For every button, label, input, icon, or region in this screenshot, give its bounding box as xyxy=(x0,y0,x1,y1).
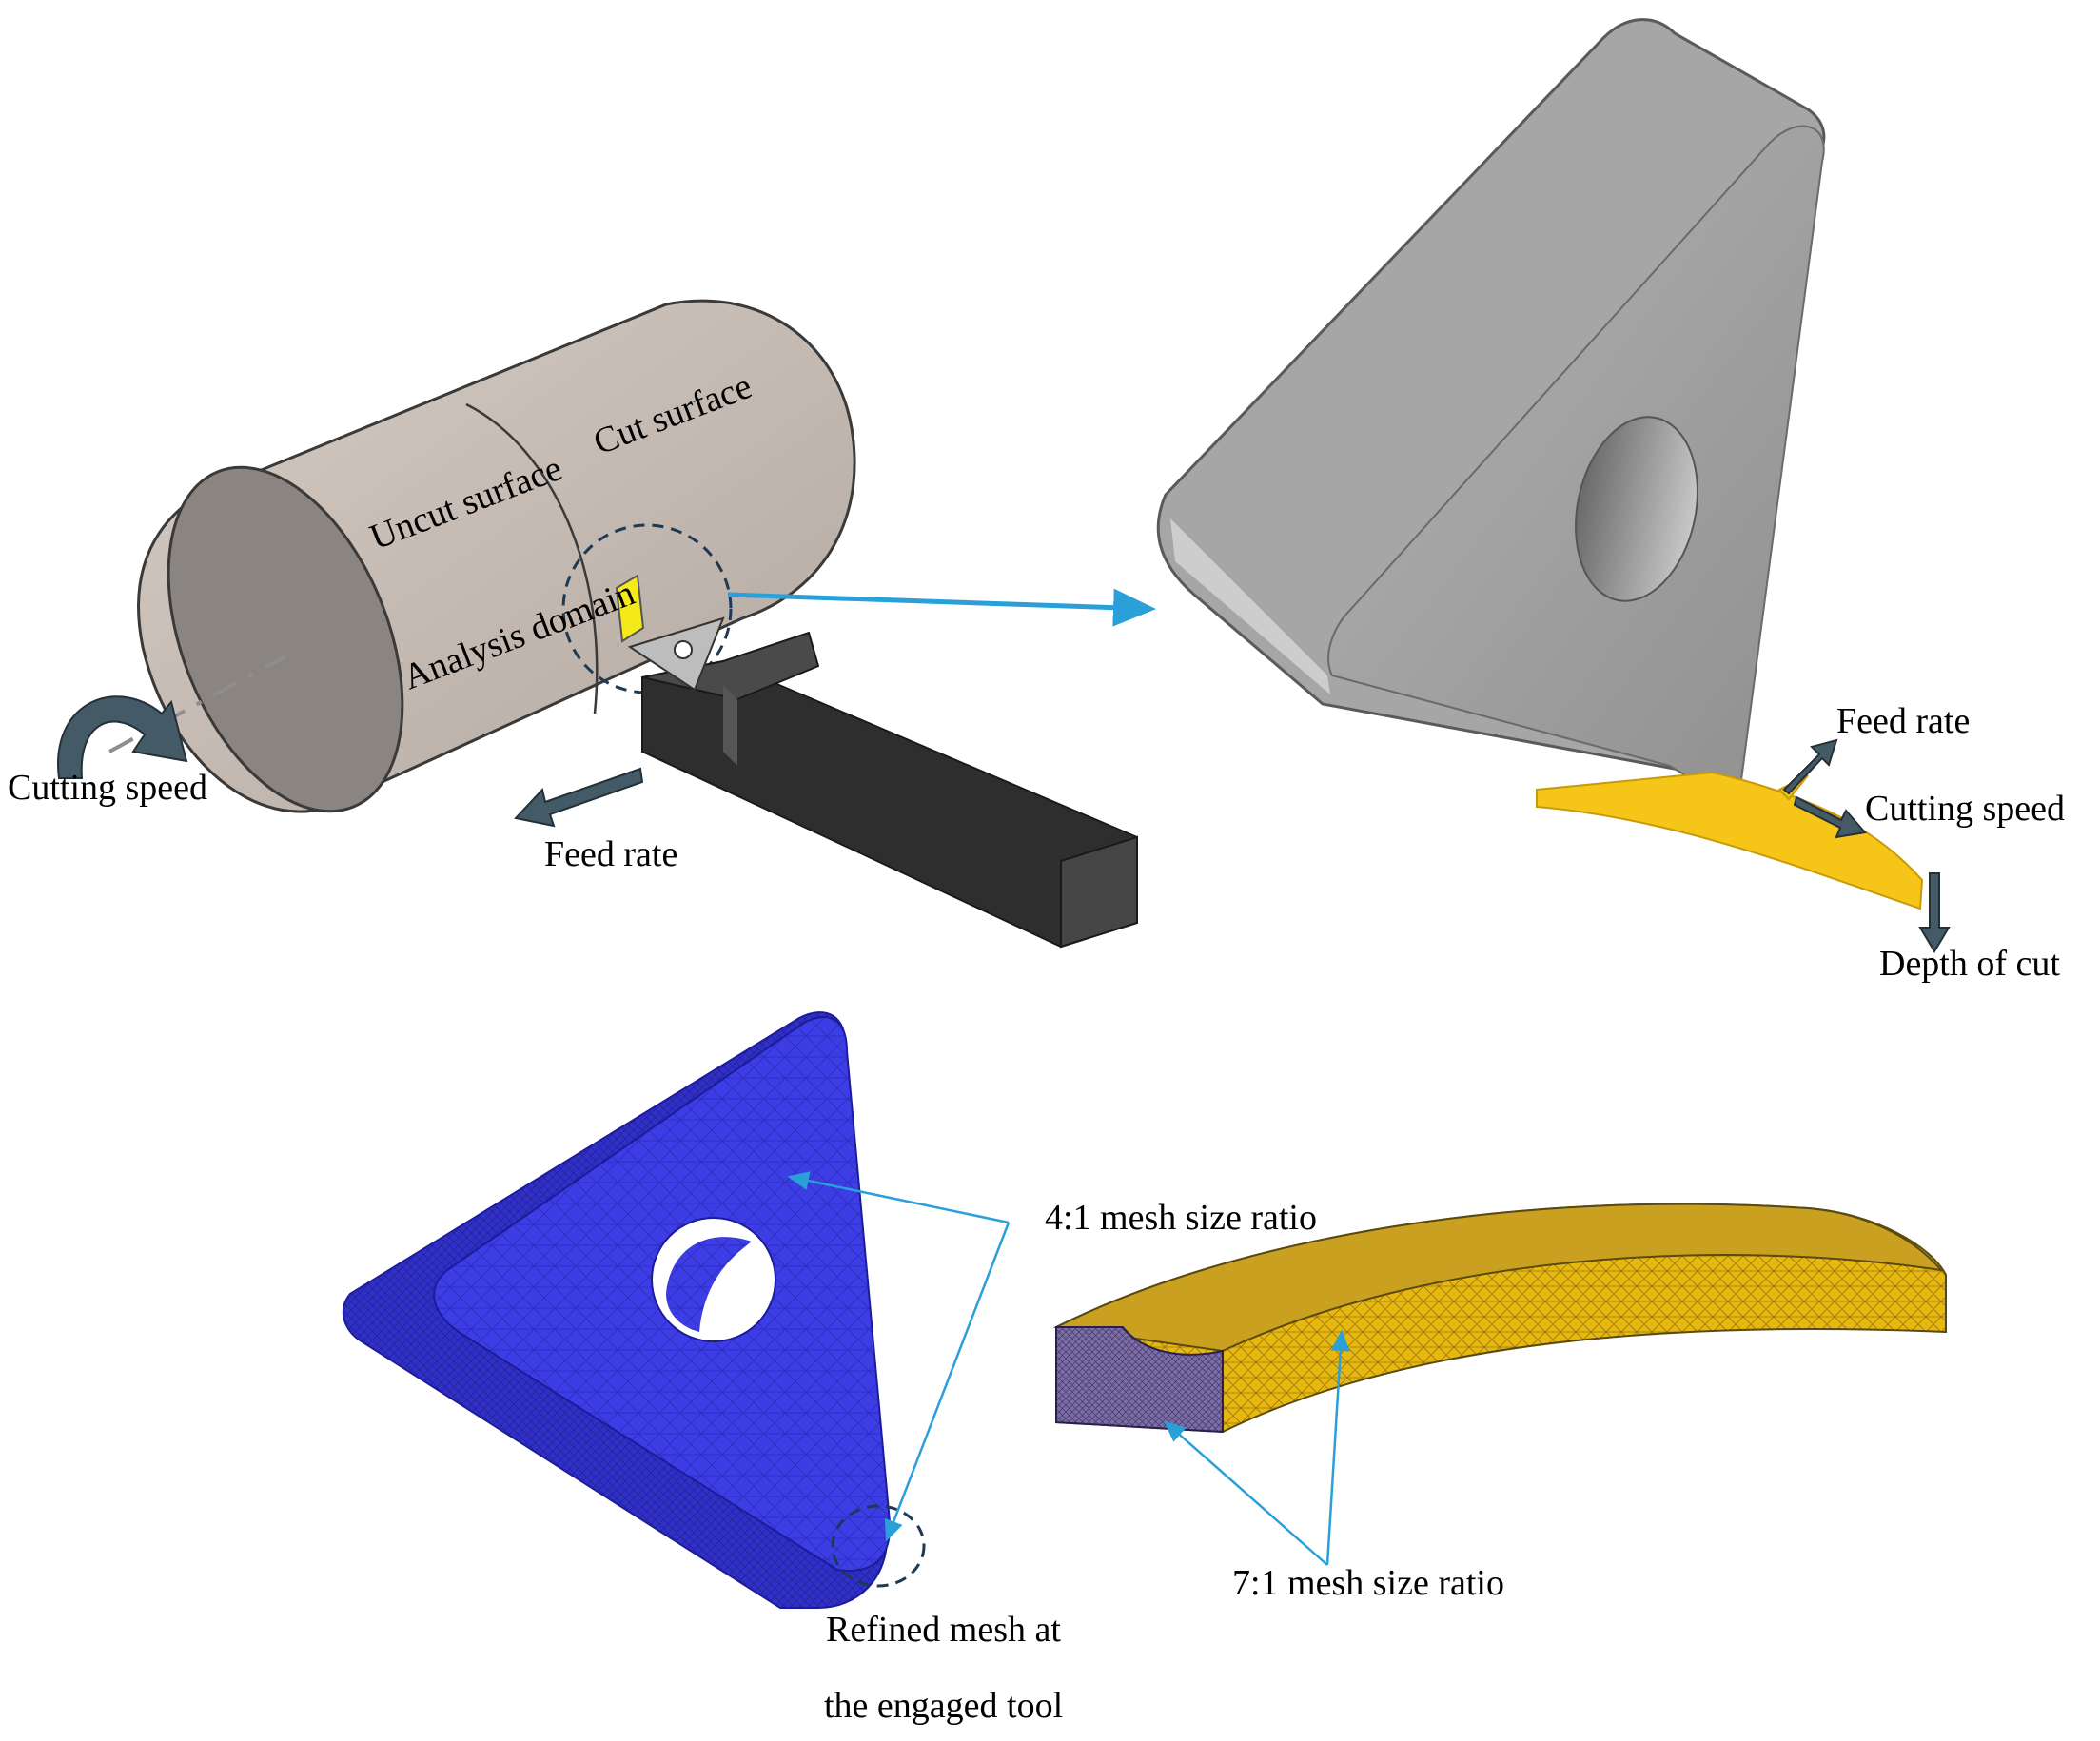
cutting-speed-label-left: Cutting speed xyxy=(8,768,207,808)
depth-of-cut-label: Depth of cut xyxy=(1879,944,2060,984)
cutting-speed-label-right: Cutting speed xyxy=(1865,789,2065,829)
mesh-annotation-arrows xyxy=(787,1171,1350,1566)
tool-insert-small xyxy=(627,616,725,692)
workpiece-end-face xyxy=(167,465,404,813)
insert-hole xyxy=(1575,416,1698,602)
mesh-ratio-4-1-label: 4:1 mesh size ratio xyxy=(1045,1198,1317,1238)
cutting-speed-arrow-right xyxy=(1793,795,1867,839)
tool-holder xyxy=(641,631,1138,949)
mesh-ratio-7-1-label: 7:1 mesh size ratio xyxy=(1232,1563,1504,1603)
workpiece-cylinder xyxy=(108,299,856,813)
meshed-insert xyxy=(342,1011,926,1609)
meshed-chip xyxy=(1052,1203,1947,1434)
feed-rate-label-right: Feed rate xyxy=(1836,701,1970,741)
analysis-domain-marker xyxy=(561,523,733,694)
zoom-connector-arrow xyxy=(727,588,1156,627)
cutting-speed-arrow-left xyxy=(57,695,188,779)
axis-centerline xyxy=(108,655,286,753)
refined-mesh-label-line1: Refined mesh at xyxy=(826,1610,1061,1650)
tool-insert-large xyxy=(1156,18,1826,785)
refined-mesh-circle xyxy=(831,1504,926,1588)
meshed-chip-end-face xyxy=(1055,1326,1224,1434)
meshed-chip-top xyxy=(1052,1203,1944,1353)
cut-boundary-line xyxy=(465,402,599,714)
feed-rate-arrow-left xyxy=(514,767,644,828)
depth-of-cut-arrow xyxy=(1918,872,1951,953)
feed-rate-label-left: Feed rate xyxy=(544,834,677,874)
feed-rate-arrow-right xyxy=(1782,738,1838,795)
refined-mesh-label-line2: the engaged tool xyxy=(824,1686,1063,1726)
